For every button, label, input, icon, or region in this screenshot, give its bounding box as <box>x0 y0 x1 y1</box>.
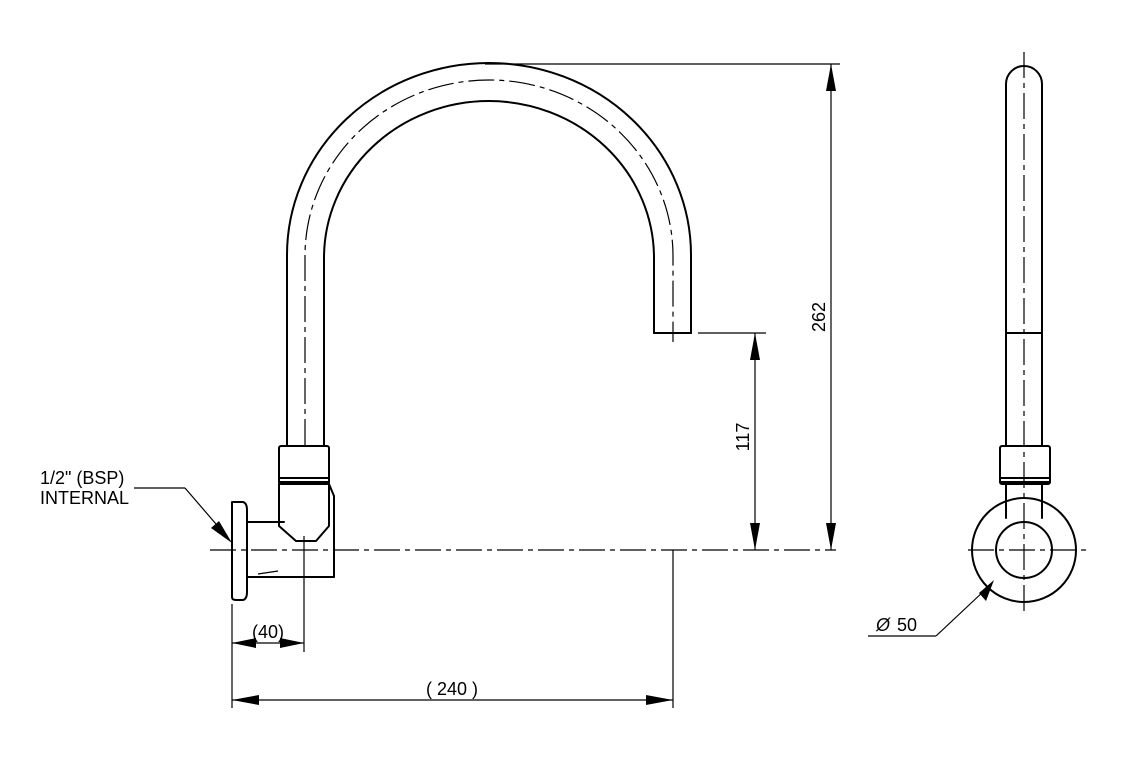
dimension-240-label: ( 240 ) <box>426 679 478 699</box>
spout-front-view <box>286 62 692 446</box>
dimension-262-label: 262 <box>809 302 829 332</box>
diameter-label: 50 <box>897 615 917 635</box>
dimension-117-label: 117 <box>733 423 753 452</box>
dimension-240: ( 240 ) <box>231 550 674 708</box>
dimension-117: 117 <box>698 332 766 550</box>
diameter-callout: Ø 50 <box>868 580 994 637</box>
thread-label-line2: INTERNAL <box>40 488 129 508</box>
spout-side-view <box>968 52 1090 612</box>
dimension-262: 262 <box>485 63 840 550</box>
dimension-40: (40) <box>232 536 305 652</box>
thread-label-line1: 1/2" (BSP) <box>40 468 124 488</box>
diameter-symbol: Ø <box>875 615 891 635</box>
tap-body-front-view <box>231 445 335 601</box>
thread-callout: 1/2" (BSP) INTERNAL <box>40 468 232 543</box>
dimension-40-label: (40) <box>252 622 284 642</box>
